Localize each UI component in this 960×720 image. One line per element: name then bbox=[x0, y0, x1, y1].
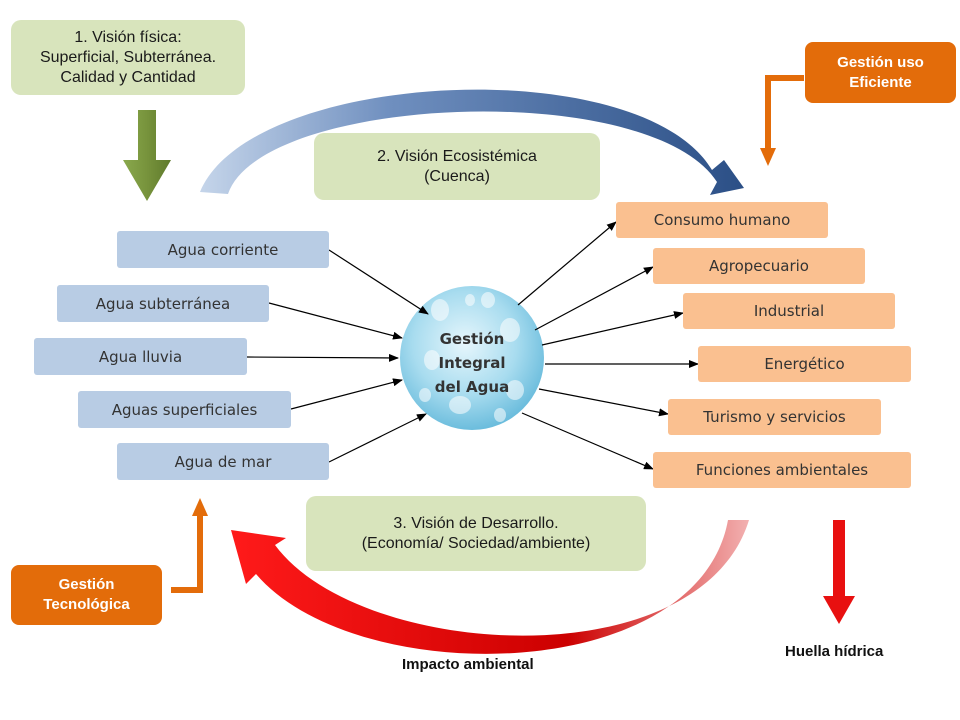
ecosystem-vision-box: 2. Visión Ecosistémica (Cuenca) bbox=[314, 133, 600, 200]
source-agua-de-mar: Agua de mar bbox=[117, 443, 329, 480]
arrow-agua-de-mar bbox=[328, 413, 427, 463]
water-footprint-label: Huella hídrica bbox=[785, 643, 884, 660]
arrow-funciones bbox=[521, 412, 654, 470]
source-aguas-superficiales: Aguas superficiales bbox=[78, 391, 291, 428]
orange-bracket-top bbox=[765, 75, 804, 150]
source-agua-corriente: Agua corriente bbox=[117, 231, 329, 268]
red-arc-arrow bbox=[231, 520, 749, 654]
efficient-use-box: Gestión uso Eficiente bbox=[805, 42, 956, 103]
arrow-agropecuario bbox=[534, 266, 654, 331]
use-consumo-humano: Consumo humano bbox=[616, 202, 828, 238]
orange-arrowhead-top bbox=[760, 148, 776, 166]
arrow-agua-subterranea bbox=[268, 302, 403, 340]
use-turismo-servicios: Turismo y servicios bbox=[668, 399, 881, 435]
use-industrial: Industrial bbox=[683, 293, 895, 329]
use-funciones-ambientales: Funciones ambientales bbox=[653, 452, 911, 488]
blue-arc-arrow bbox=[200, 89, 744, 195]
source-agua-subterranea: Agua subterránea bbox=[57, 285, 269, 322]
green-down-arrow bbox=[123, 110, 171, 201]
physical-vision-box: 1. Visión física: Superficial, Subterrán… bbox=[11, 20, 245, 95]
red-down-arrow bbox=[823, 520, 855, 624]
use-energetico: Energético bbox=[698, 346, 911, 382]
environmental-impact-label: Impacto ambiental bbox=[402, 656, 534, 673]
use-agropecuario: Agropecuario bbox=[653, 248, 865, 284]
arrow-turismo bbox=[538, 388, 669, 417]
arrow-industrial bbox=[541, 311, 684, 346]
arrow-agua-lluvia bbox=[246, 353, 399, 362]
source-agua-lluvia: Agua lluvia bbox=[34, 338, 247, 375]
orange-arrowhead-bottom bbox=[192, 498, 208, 516]
orange-bracket-bottom bbox=[171, 514, 203, 593]
center-label: Gestión Integral del Agua bbox=[434, 330, 510, 396]
arrow-agua-corriente bbox=[328, 249, 429, 315]
development-vision-box: 3. Visión de Desarrollo. (Economía/ Soci… bbox=[306, 496, 646, 571]
arrow-aguas-superficiales bbox=[290, 378, 403, 410]
technological-box: Gestión Tecnológica bbox=[11, 565, 162, 625]
arrow-consumo-humano bbox=[517, 221, 617, 306]
